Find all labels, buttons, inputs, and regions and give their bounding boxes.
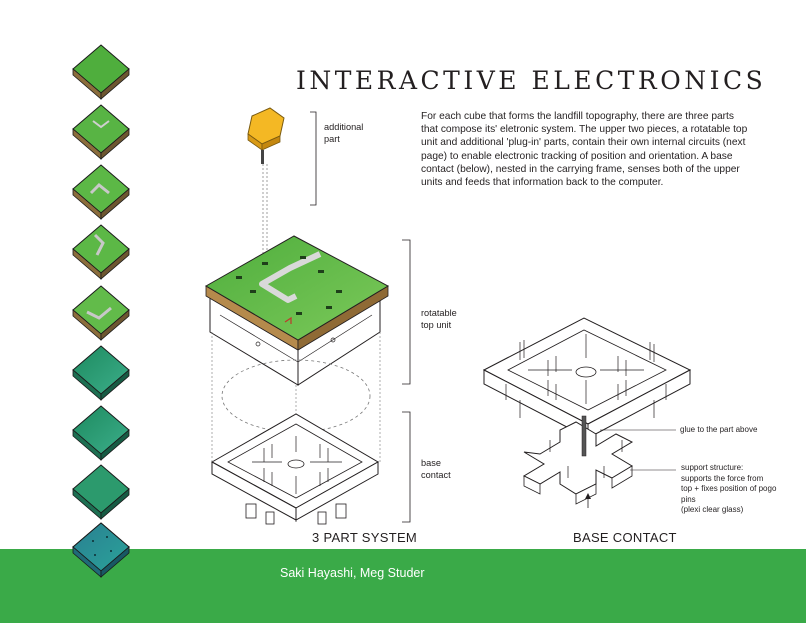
footer-bar — [0, 549, 806, 623]
authors-text: Saki Hayashi, Meg Studer — [280, 566, 425, 580]
base-contact-left — [210, 413, 380, 525]
label-support-line-2: supports the force from — [681, 473, 764, 483]
guide-lines — [211, 332, 381, 462]
label-base-line-1: base — [421, 458, 441, 468]
tile-column — [72, 44, 130, 578]
label-additional-line-1: additional — [324, 122, 364, 132]
tile-8 — [72, 464, 130, 520]
base-contact-right — [482, 317, 692, 508]
tile-6 — [72, 345, 130, 401]
tile-1 — [72, 44, 130, 100]
label-support-line-4: pins — [681, 494, 696, 504]
label-support-line-5: (plexi clear glass) — [681, 505, 744, 514]
label-additional-line-2: part — [324, 134, 340, 144]
page-title: INTERACTIVE ELECTRONICS — [296, 66, 767, 95]
label-support-structure: support structure: supports the force fr… — [681, 463, 776, 516]
tile-4 — [72, 224, 130, 280]
label-rotatable: rotatable top unit — [421, 307, 457, 331]
description-text: For each cube that forms the landfill to… — [421, 111, 748, 189]
tile-5 — [72, 285, 130, 341]
section-title-base-contact: BASE CONTACT — [573, 530, 677, 545]
label-glue: glue to the part above — [680, 424, 757, 436]
leader-lines — [600, 429, 676, 471]
bracket-base — [402, 411, 411, 523]
label-glue-text: glue to the part above — [680, 425, 758, 434]
label-rotatable-line-2: top unit — [421, 320, 452, 330]
label-base-line-2: contact — [421, 470, 451, 480]
tile-7 — [72, 405, 130, 461]
rotatable-top-unit — [205, 235, 390, 386]
tile-2 — [72, 104, 130, 160]
tile-3 — [72, 164, 130, 220]
bracket-rotatable — [402, 239, 411, 385]
section-title-3-part: 3 PART SYSTEM — [312, 530, 418, 545]
label-additional-part: additional part — [324, 121, 363, 145]
label-support-line-3: top + fixes position of pogo — [681, 484, 777, 493]
label-support-line-1: support structure: — [681, 463, 744, 472]
label-rotatable-line-1: rotatable — [421, 308, 457, 318]
label-base-contact: base contact — [421, 457, 451, 481]
bracket-additional — [310, 111, 317, 206]
rotation-ellipse — [221, 359, 371, 433]
